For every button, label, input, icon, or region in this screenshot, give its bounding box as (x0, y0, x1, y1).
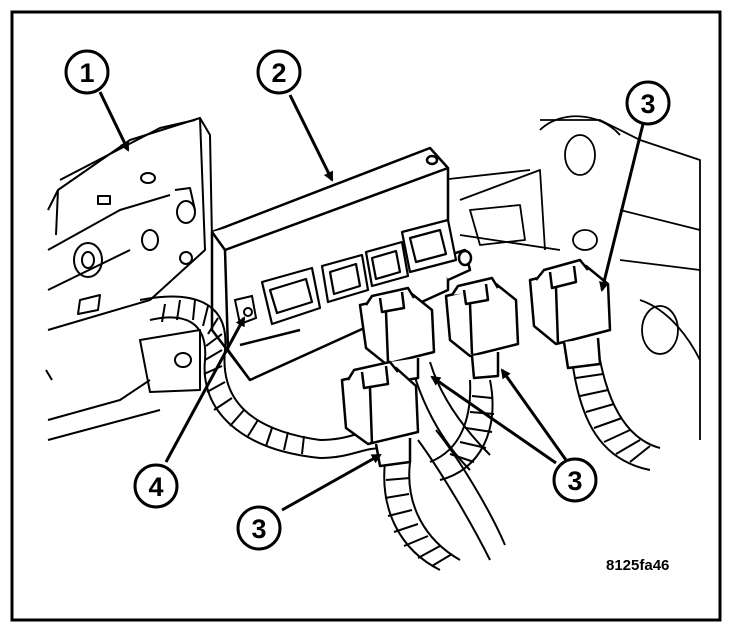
callout-4: 4 (133, 463, 179, 509)
callout-3-top-right-label: 3 (640, 89, 655, 119)
leader-4 (164, 316, 246, 463)
body-panel-left (45, 117, 213, 441)
module-sockets (260, 218, 458, 326)
leader-1 (98, 91, 130, 152)
leader-3-right (599, 123, 645, 292)
callout-1: 1 (64, 49, 110, 95)
module-retainer (233, 294, 258, 326)
callout-4-label: 4 (148, 472, 163, 502)
callout-3-bottom-left: 3 (236, 505, 282, 551)
leader-3-lower (281, 453, 382, 512)
callout-3-bottom-left-label: 3 (251, 514, 266, 544)
callout-2-label: 2 (271, 58, 286, 88)
wire-harness-right (571, 359, 661, 471)
harness-connector-lower (340, 360, 420, 468)
callout-3-center-label: 3 (567, 466, 582, 496)
callout-1-label: 1 (79, 58, 94, 88)
callout-3-center: 3 (552, 457, 598, 503)
harness-connector-right (528, 258, 612, 370)
leader-2 (288, 94, 334, 182)
leader-3-center-a (430, 375, 557, 465)
harness-connector-upper-mid (444, 276, 520, 380)
leader-3-center-b (500, 368, 568, 461)
callout-2: 2 (256, 49, 302, 95)
callout-3-top-right: 3 (625, 80, 671, 126)
wire-harness-lower (383, 429, 506, 571)
figure-code: 8125fa46 (606, 557, 669, 574)
leader-lines (98, 91, 645, 512)
harness-connector-upper-left (358, 286, 436, 384)
